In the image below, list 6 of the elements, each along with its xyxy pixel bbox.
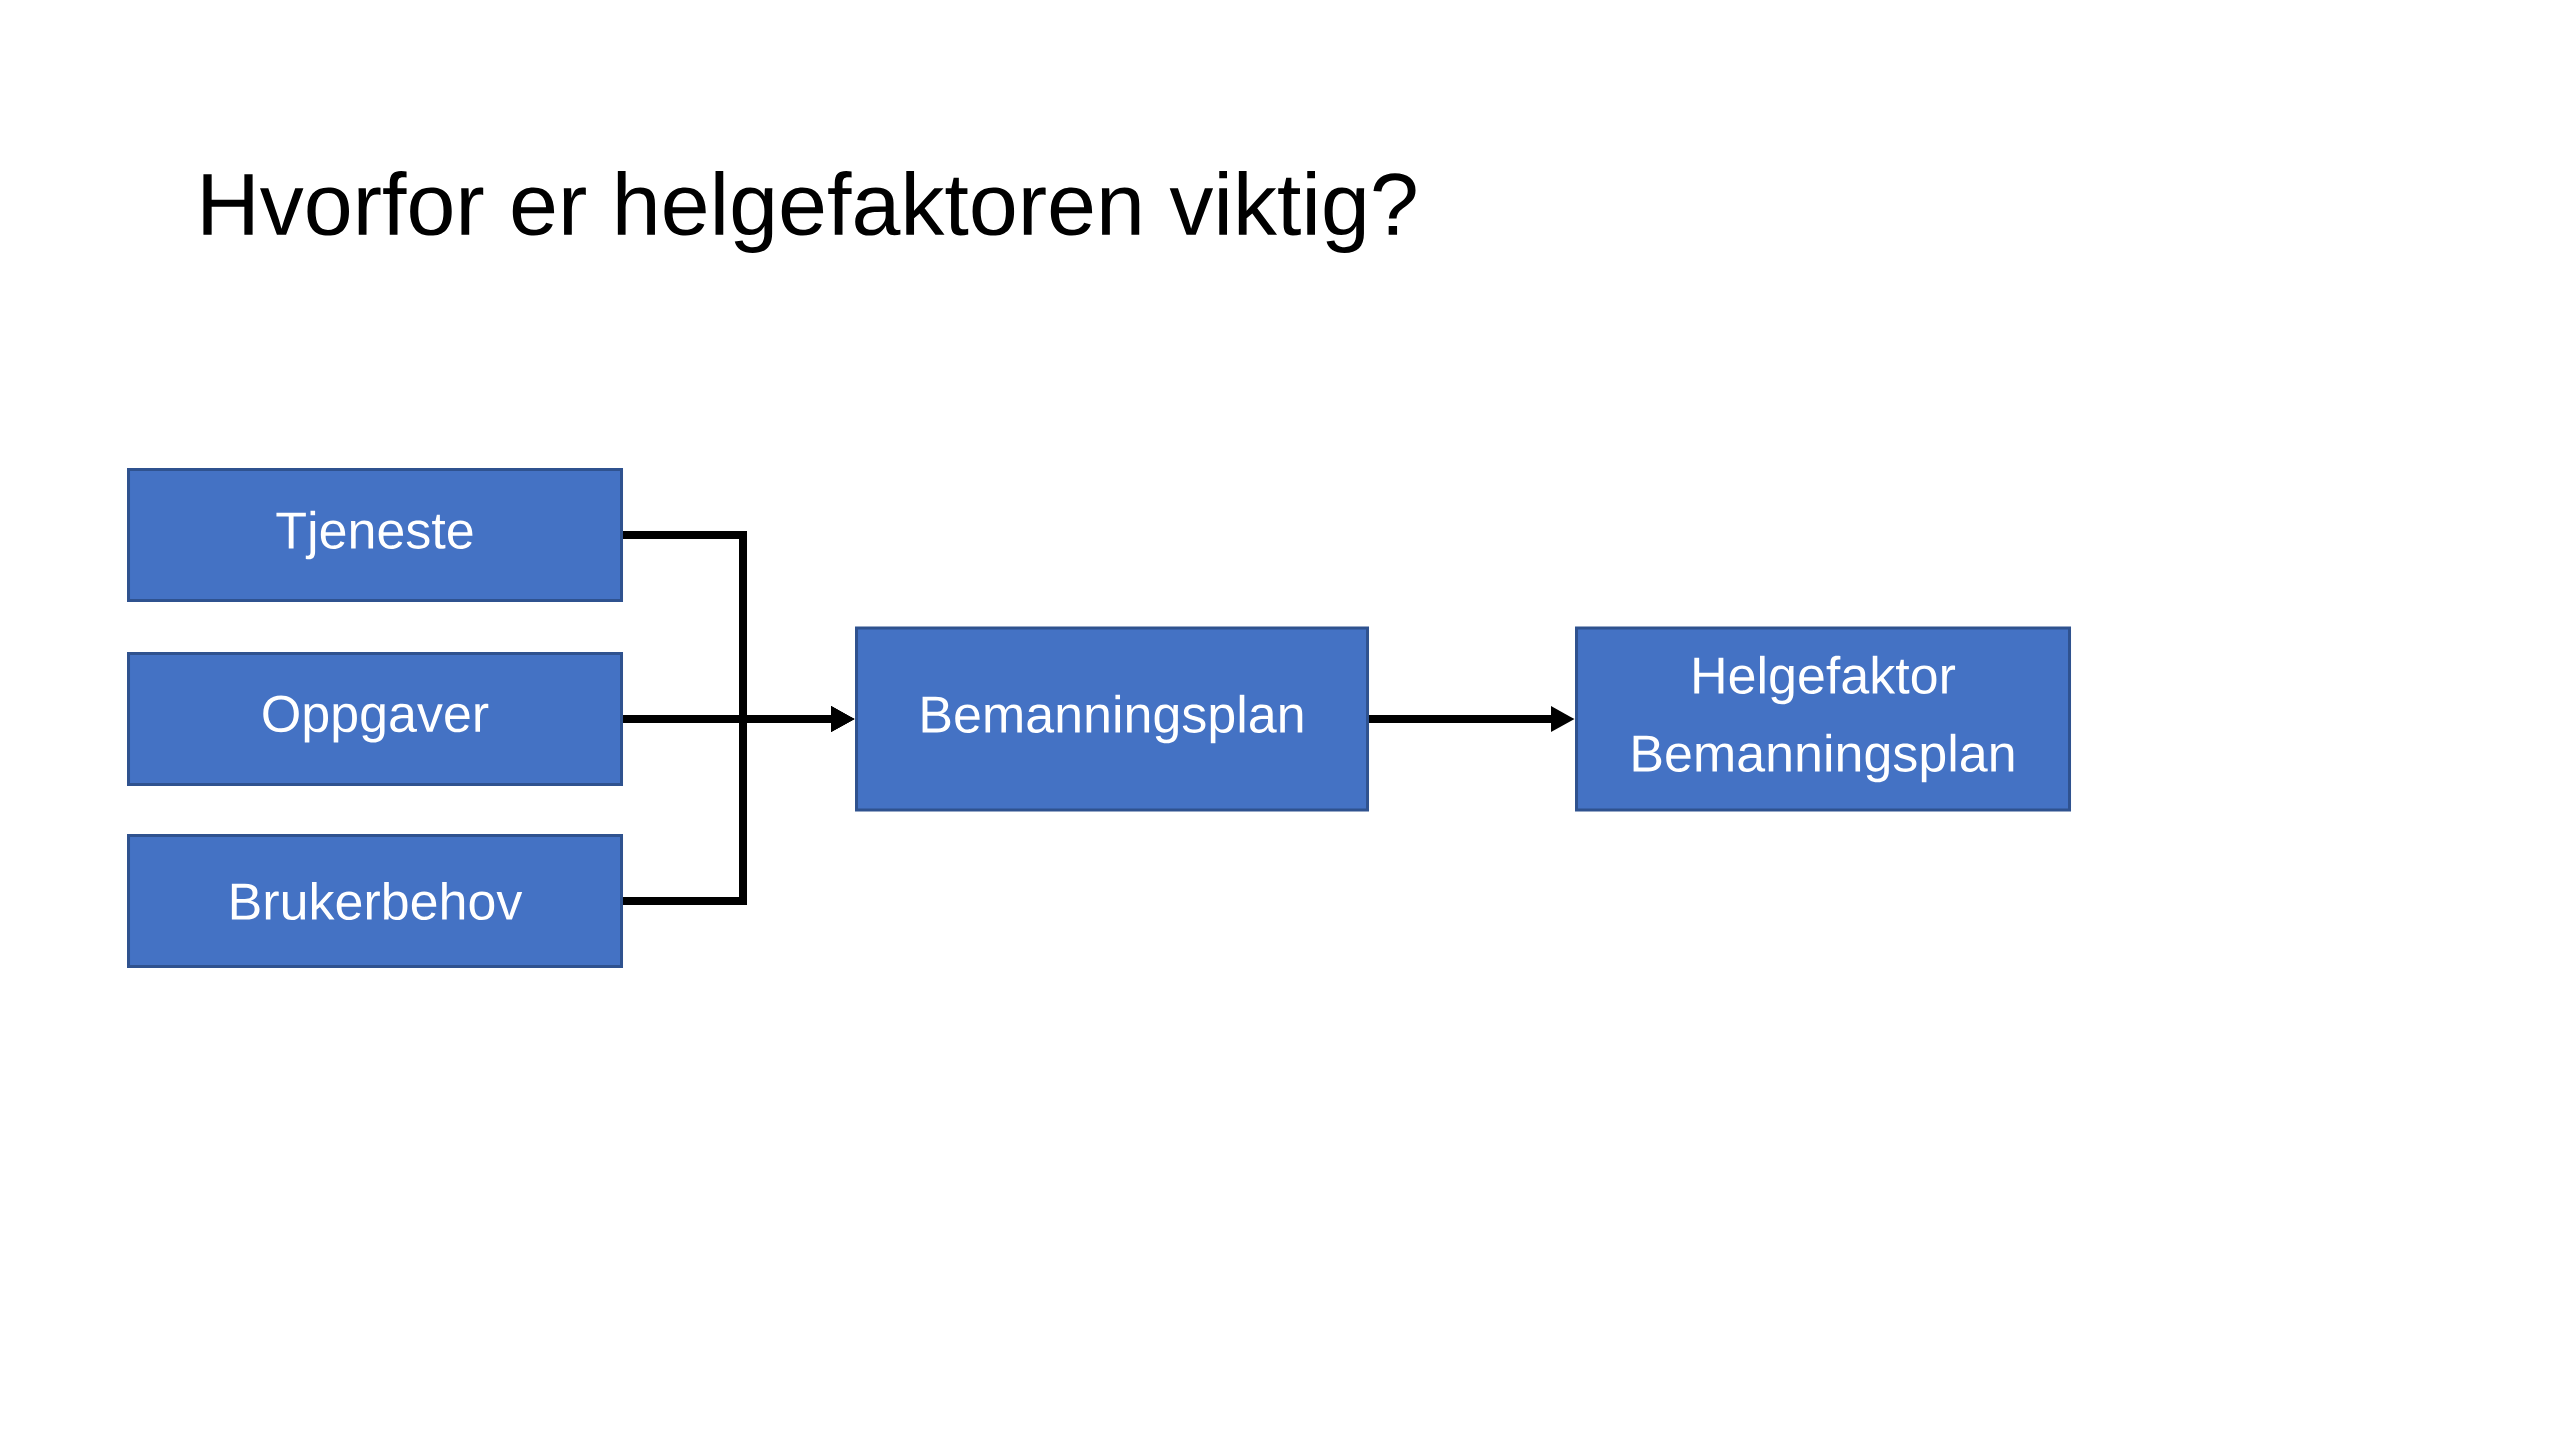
process-box: Oppgaver xyxy=(127,652,623,786)
title: Hvorfor er helgefaktoren viktig? xyxy=(203,171,1416,253)
process-box: Helgefaktor Bemanningsplan xyxy=(1575,626,2071,812)
process-box: Tjeneste xyxy=(127,468,623,602)
process-box: Brukerbehov xyxy=(127,834,623,968)
process-box: Bemanningsplan xyxy=(855,626,1369,812)
